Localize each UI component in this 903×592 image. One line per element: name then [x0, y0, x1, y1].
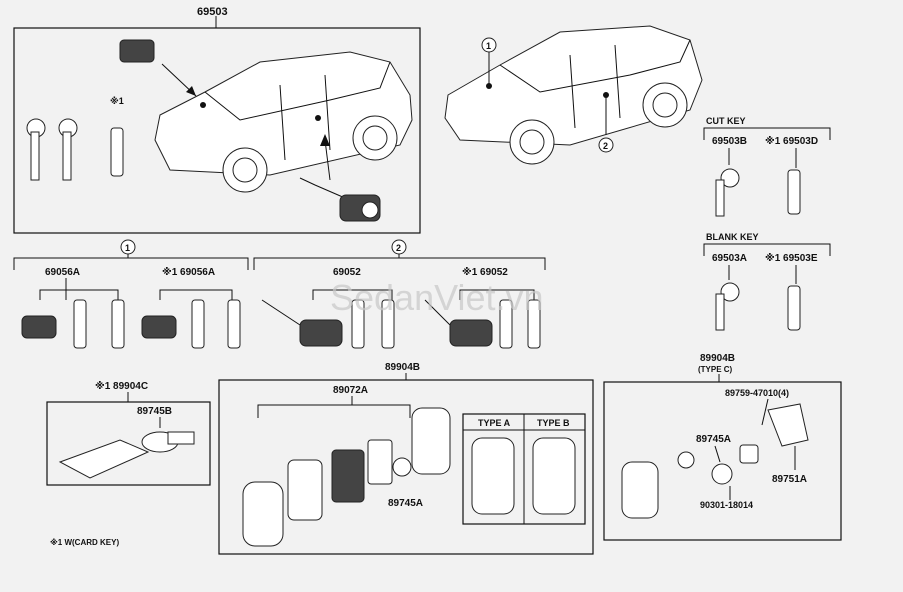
type-a-label: TYPE A: [478, 418, 511, 428]
blank-key-label: BLANK KEY: [706, 232, 759, 242]
smart-key-fob: [242, 481, 284, 547]
blank-key-69503A: [720, 282, 740, 302]
bracket-1-group: 1 69056A ※1 69056A: [13, 239, 249, 349]
key-left-2: [58, 118, 78, 181]
cut-key-label: CUT KEY: [706, 116, 746, 126]
bracket-2-group: 2 69052 ※1 69052: [253, 239, 546, 349]
star-note-69503: ※1: [110, 96, 124, 106]
cut-key-group: CUT KEY 69503B ※1 69503D: [703, 116, 831, 217]
type-c-button: [677, 451, 695, 469]
type-b-label: TYPE B: [537, 418, 570, 428]
ref-marker-1-bracket: 1: [125, 243, 130, 253]
type-c-cover: [767, 403, 809, 447]
smart-key-board: [331, 449, 365, 503]
cut-key-69503B: [720, 168, 740, 188]
smart-key-box-group: 89904B 89072A 89745A TYPE A TYPE B: [218, 362, 594, 555]
type-c-box-group: 89904B (TYPE C) 89759-47010(4) 89745A 89…: [603, 353, 842, 541]
key-left-1: [26, 118, 46, 181]
smart-key-buttons: [287, 459, 323, 521]
type-c-fob: [621, 461, 659, 519]
ref-marker-1-top: [481, 37, 497, 53]
label-89904B: 89904B: [385, 362, 420, 373]
car-illustration-left: [154, 51, 413, 193]
label-69503D: ※1 69503D: [765, 135, 818, 147]
label-69056A: 69056A: [45, 267, 80, 278]
smart-key-battery: [392, 457, 412, 477]
watermark: SedanViet.vn: [330, 277, 544, 318]
label-69503A: 69503A: [712, 253, 747, 264]
ref-marker-2-bracket: 2: [396, 243, 401, 253]
ref-marker-2-top-label: 2: [603, 141, 608, 151]
label-69052: 69052: [333, 267, 361, 278]
label-89745B: 89745B: [137, 406, 172, 417]
card-key-box: [46, 401, 211, 486]
car-illustration-right: 1 2: [444, 25, 703, 165]
cut-key-69503D: [787, 169, 801, 215]
label-89751A: 89751A: [772, 474, 807, 485]
cylinder-69056A: [21, 315, 57, 339]
label-89745A-mid: 89745A: [388, 498, 423, 509]
label-89759: 89759-47010(4): [725, 388, 789, 398]
door-cylinder-69052: [299, 319, 343, 347]
cylinder-69056A-alt: [141, 315, 177, 339]
footnote: ※1 W(CARD KEY): [50, 537, 119, 547]
door-lock-assembly: [299, 134, 381, 222]
blank-key-group: BLANK KEY 69503A ※1 69503E: [703, 232, 831, 331]
type-b-fob: [532, 437, 576, 515]
smart-key-case: [367, 439, 393, 485]
label-89904B-typec: 89904B: [700, 353, 735, 364]
type-c-note: (TYPE C): [698, 365, 733, 374]
type-c-battery: [711, 463, 733, 485]
type-c-box: [603, 381, 842, 541]
ref-marker-1-top-label: 1: [486, 41, 491, 51]
type-a-fob: [471, 437, 515, 515]
card-key-cover: [167, 431, 195, 445]
ref-marker-2-top: [598, 137, 614, 153]
label-89904C: ※1 89904C: [95, 380, 148, 392]
label-69503: 69503: [197, 6, 228, 18]
label-69503B: 69503B: [712, 136, 747, 147]
label-69503E: ※1 69503E: [765, 252, 818, 264]
assembly-69503-box: [13, 27, 421, 234]
label-89745A-right: 89745A: [696, 434, 731, 445]
label-69052-alt: ※1 69052: [462, 266, 508, 278]
lock-cylinder-top: [119, 39, 197, 97]
door-cylinder-69052-alt: [449, 319, 493, 347]
card-key: [58, 439, 150, 479]
blank-key-69503E: [787, 285, 801, 331]
smart-key-box: [218, 379, 594, 555]
label-69056A-alt: ※1 69056A: [162, 266, 215, 278]
card-key-box-group: ※1 89904C 89745B: [46, 380, 211, 486]
type-c-gasket: [739, 444, 759, 464]
assembly-69503-group: 69503 ※1: [13, 6, 421, 234]
smart-key-emergency: [411, 407, 451, 475]
key-left-3: [110, 127, 124, 177]
label-90301: 90301-18014: [700, 500, 753, 510]
label-89072A: 89072A: [333, 385, 368, 396]
